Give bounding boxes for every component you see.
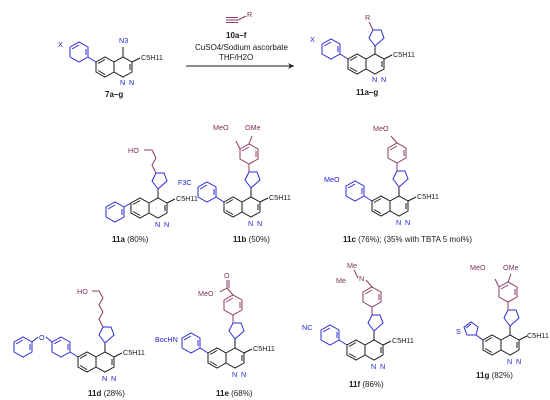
meo-label-11c: MeO (373, 124, 389, 133)
nc-label-11f: NC (302, 323, 312, 332)
compound-yield-11f: (86%) (360, 380, 384, 389)
ring-n-label-7a: N (120, 78, 125, 87)
caption-11d: 11d (28%) (88, 389, 125, 398)
structure-11b (197, 135, 269, 218)
reagent-r-label: R (247, 10, 252, 19)
substituent-x-label: X (58, 40, 63, 49)
ring-n-11g-1: N (507, 357, 512, 366)
condition-line-2: THF/H2O (219, 53, 253, 62)
compound-id-11g: 11g (476, 371, 489, 380)
compound-yield-11a: (80%) (125, 235, 149, 244)
caption-11b: 11b (50%) (233, 235, 270, 244)
meo-label-11b: MeO (213, 123, 229, 132)
condition-line-1: CuSO4/Sodium ascorbate (195, 43, 288, 52)
reagent-id: 10a–f (226, 31, 247, 40)
compound-yield-11g: (82%) (489, 371, 513, 380)
pentyl-label-7: C5H11 (141, 53, 163, 62)
ring-n-label-11a: N (372, 75, 377, 84)
ho-label-11d: HO (77, 287, 88, 296)
compound-id-11c: 11c (343, 235, 356, 244)
compound-yield-11b: (50%) (246, 235, 270, 244)
caption-11f: 11f (86%) (349, 380, 384, 389)
n-label-11f: N (359, 274, 364, 283)
s-label-11g: S (456, 327, 461, 336)
compound-id-11b: 11b (233, 235, 246, 244)
bochn-label-11e: BocHN (155, 335, 178, 344)
product-11 (321, 21, 393, 75)
compound-id-11e: 11e (216, 389, 229, 398)
meo-aryl-label-11c: MeO (324, 175, 340, 184)
ring-n-11e-1: N (232, 370, 237, 379)
pentyl-label-11b: C5H11 (269, 193, 291, 202)
structure-11f (320, 269, 392, 361)
compound-id-11a: 11a (112, 235, 125, 244)
pentyl-label-11e: C5H11 (253, 344, 275, 353)
ring-n-11d-2: N (111, 374, 116, 383)
structure-11g (463, 273, 528, 356)
compound-id-11d: 11d (88, 389, 101, 398)
f3c-label-11b: F3C (178, 178, 192, 187)
ho-label-11a: HO (128, 146, 139, 155)
structure-11e (181, 280, 253, 369)
me-label-11f-left: Me (336, 276, 346, 285)
structure-11c (345, 135, 417, 217)
pentyl-label-11f: C5H11 (392, 336, 414, 345)
compound-yield-11e: (68%) (229, 389, 253, 398)
caption-11c: 11c (76%); (35% with TBTA 5 mol%) (343, 235, 472, 244)
product-x-label: X (310, 35, 315, 44)
product-r-label: R (365, 13, 370, 22)
caption-11a: 11a (80%) (112, 235, 149, 244)
caption-11e: 11e (68%) (216, 389, 253, 398)
ring-n-label-11b: N (381, 75, 386, 84)
ring-n-11b-2: N (257, 219, 262, 228)
pentyl-label-11a: C5H11 (176, 194, 198, 203)
ring-n-11e-2: N (241, 370, 246, 379)
me-label-11f-top: Me (347, 261, 357, 270)
compound-id-11f: 11f (349, 380, 360, 389)
meo-label-11g: MeO (470, 263, 486, 272)
structure-11a (105, 149, 176, 223)
ring-n-11d-1: N (102, 374, 107, 383)
ome-label-11g: OMe (503, 263, 519, 272)
pentyl-label-11: C5H11 (393, 50, 415, 59)
ring-n-11a-1: N (155, 220, 160, 229)
meo-label-11e: MeO (198, 289, 214, 298)
alkyne-reagent (226, 15, 247, 23)
caption-11g: 11g (82%) (476, 371, 513, 380)
ring-n-11b-1: N (248, 219, 253, 228)
ring-n-11c-1: N (396, 218, 401, 227)
pentyl-label-11c: C5H11 (417, 192, 439, 201)
o-label-11d: O (39, 333, 45, 342)
ring-n-11f-2: N (380, 362, 385, 371)
ring-n-11f-1: N (371, 362, 376, 371)
azide-label: N3 (119, 36, 128, 45)
ring-n-11c-2: N (405, 218, 410, 227)
ring-n-label-7b: N (129, 78, 134, 87)
start-compound-id: 7a–g (105, 90, 123, 99)
ring-n-11a-2: N (164, 220, 169, 229)
compound-yield-11d: (28%) (101, 389, 125, 398)
ring-n-11g-2: N (516, 357, 521, 366)
pentyl-label-11d: C5H11 (123, 348, 145, 357)
pentyl-label-11g: C5H11 (527, 331, 549, 340)
structure-11d (13, 290, 123, 373)
compound-yield-11c: (76%); (35% with TBTA 5 mol%) (356, 235, 473, 244)
carbonyl-o-label-11e: O (224, 271, 230, 280)
product-compound-id: 11a–g (356, 88, 378, 97)
starting-material-7 (69, 41, 141, 78)
ome-label-11b: OMe (245, 123, 261, 132)
